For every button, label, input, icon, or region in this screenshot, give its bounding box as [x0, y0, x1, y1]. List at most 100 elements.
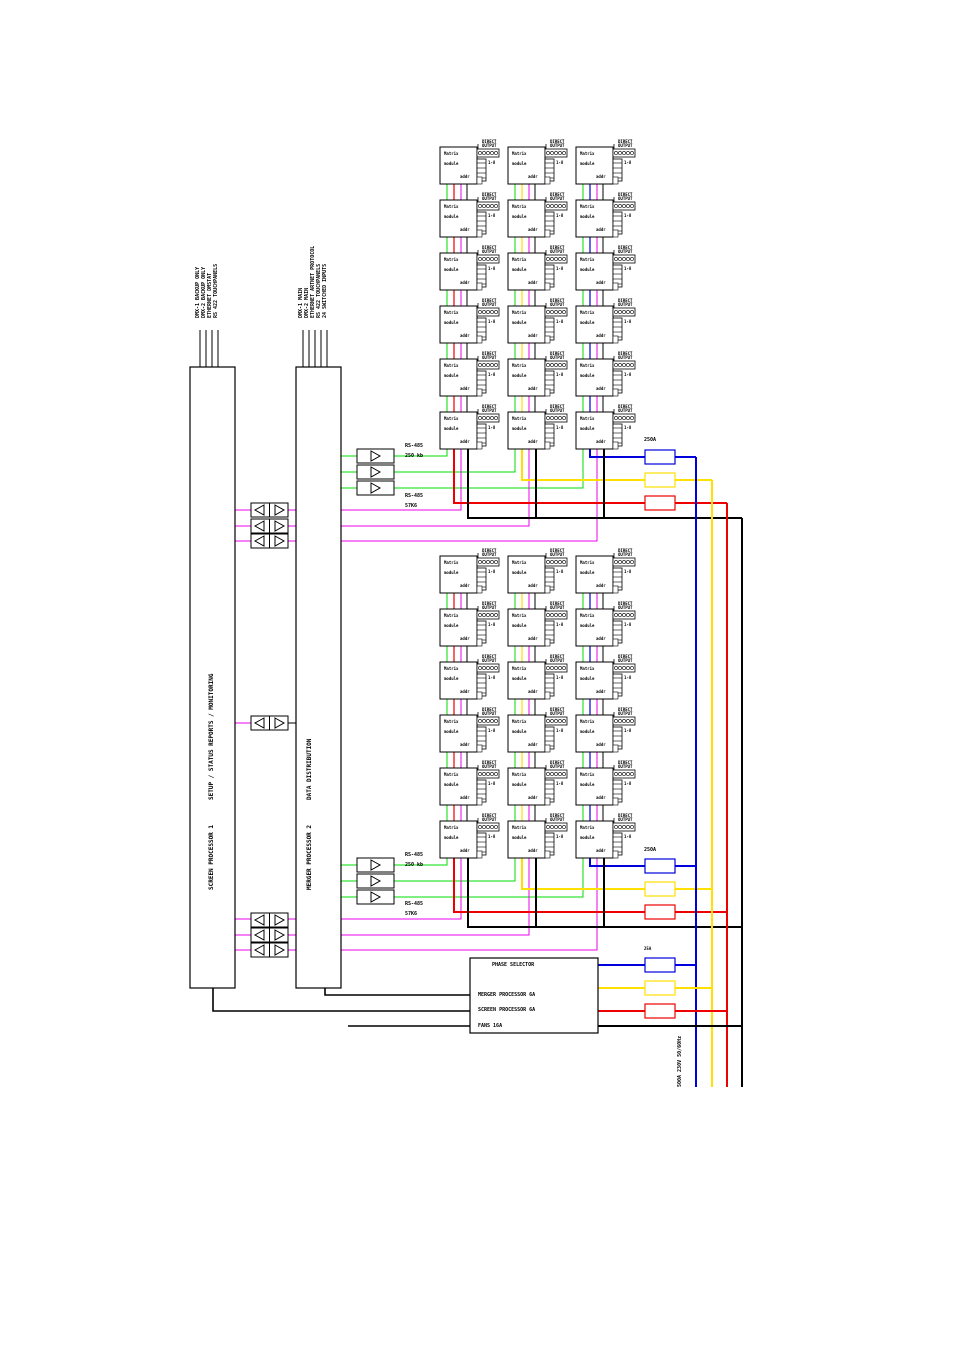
- merger-input-labels: DMX-1 MAIN DMX-2 MAIN ETHERNET ARTNET PR…: [298, 246, 328, 318]
- output-pin: [618, 310, 622, 314]
- matrix-module-addr: addr: [596, 333, 606, 338]
- output-pin: [550, 719, 554, 723]
- matrix-module-addr: addr: [528, 227, 538, 232]
- output-pin: [622, 772, 626, 776]
- output-pin: [546, 666, 550, 670]
- output-connector: [476, 822, 500, 832]
- matrix-module-title: Matrix: [444, 204, 459, 209]
- breaker-l3: [644, 904, 676, 920]
- output-pin: [486, 666, 490, 670]
- output-range-label: 1-8: [624, 319, 632, 324]
- matrix-module-title: Matrix: [512, 719, 527, 724]
- output-connector: [544, 201, 568, 211]
- direct-output-label: DIRECT: [618, 654, 633, 659]
- output-range-label: 1-8: [624, 160, 632, 165]
- matrix-module-addr: addr: [460, 636, 470, 641]
- output-pin: [614, 666, 618, 670]
- merger-processor-box: [295, 366, 342, 989]
- output-pin: [546, 560, 550, 564]
- direct-output-label: OUTPUT: [482, 196, 497, 201]
- direct-output-label: OUTPUT: [618, 355, 633, 360]
- phase-wire: [589, 449, 645, 458]
- matrix-module-subtitle: module: [512, 729, 527, 734]
- breaker-rating-label: 250A: [644, 437, 656, 443]
- merger-input-label: DMX-2 MAIN: [304, 288, 310, 318]
- matrix-module-addr: addr: [596, 439, 606, 444]
- direct-output-label: DIRECT: [550, 601, 565, 606]
- matrix-module-subtitle: module: [580, 373, 595, 378]
- output-pin: [622, 666, 626, 670]
- output-connector: [544, 663, 568, 673]
- merger-processor-label: MERGER PROCESSOR 2: [306, 825, 313, 890]
- output-pin: [622, 257, 626, 261]
- output-connector: [612, 148, 636, 158]
- output-pin: [618, 719, 622, 723]
- matrix-module-addr: addr: [596, 795, 606, 800]
- direct-output-label: OUTPUT: [618, 302, 633, 307]
- connector-stub: [612, 797, 619, 806]
- direct-output-label: OUTPUT: [550, 658, 565, 663]
- connector-stub: [544, 850, 551, 859]
- merger-processor-sublabel: DATA DISTRIBUTION: [306, 738, 313, 800]
- merger-input-label: RS 422 TOUCHPANELS: [316, 264, 322, 318]
- matrix-module-box: [439, 305, 478, 344]
- screen-input-label: DMX-1 BACKUP ONLY: [195, 267, 201, 318]
- output-range-label: 1-8: [488, 372, 496, 377]
- matrix-module-addr: addr: [596, 848, 606, 853]
- output-range-label: 1-8: [488, 622, 496, 627]
- output-connector: [544, 413, 568, 423]
- matrix-module-subtitle: module: [512, 426, 527, 431]
- output-pin: [554, 666, 558, 670]
- output-pin: [558, 310, 562, 314]
- matrix-module-title: Matrix: [512, 151, 527, 156]
- output-pin: [478, 666, 482, 670]
- converter-arrow: [370, 466, 382, 478]
- output-connector: [476, 360, 500, 370]
- output-pin: [630, 666, 634, 670]
- connector-stub: [476, 691, 483, 700]
- matrix-module-addr: addr: [528, 280, 538, 285]
- connector-stub: [476, 388, 483, 397]
- output-pin: [562, 772, 566, 776]
- output-pin: [482, 257, 486, 261]
- matrix-module-box: [575, 411, 614, 450]
- output-pin: [494, 257, 498, 261]
- matrix-module-box: [507, 305, 546, 344]
- output-connector: [544, 716, 568, 726]
- matrix-module-addr: addr: [528, 439, 538, 444]
- matrix-module-addr: addr: [528, 333, 538, 338]
- converter-arrow: [253, 914, 265, 926]
- matrix-module-title: Matrix: [444, 560, 459, 565]
- output-range-label: 1-8: [624, 425, 632, 430]
- output-connector: [476, 663, 500, 673]
- output-pin: [550, 825, 554, 829]
- output-range-label: 1-8: [624, 213, 632, 218]
- output-pin: [618, 666, 622, 670]
- matrix-module-subtitle: module: [512, 835, 527, 840]
- output-pin: [626, 151, 630, 155]
- output-pin: [562, 151, 566, 155]
- direct-output-label: OUTPUT: [550, 817, 565, 822]
- direct-output-label: OUTPUT: [618, 711, 633, 716]
- output-pin: [614, 363, 618, 367]
- output-pin: [482, 151, 486, 155]
- output-pin: [482, 613, 486, 617]
- output-pin: [546, 825, 550, 829]
- connector-stub: [544, 797, 551, 806]
- output-pin: [490, 151, 494, 155]
- output-pin: [630, 560, 634, 564]
- output-range-label: 1-8: [488, 213, 496, 218]
- matrix-module-addr: addr: [528, 848, 538, 853]
- matrix-module-box: [507, 358, 546, 397]
- connector-stub: [544, 744, 551, 753]
- connector-stub: [612, 335, 619, 344]
- matrix-module-addr: addr: [528, 636, 538, 641]
- matrix-module-subtitle: module: [444, 320, 459, 325]
- output-pin: [482, 204, 486, 208]
- matrix-module-title: Matrix: [512, 416, 527, 421]
- output-connector: [612, 610, 636, 620]
- output-pin: [554, 560, 558, 564]
- matrix-module-box: [507, 411, 546, 450]
- screen-input-label: DMX-2 BACKUP ONLY: [201, 267, 207, 318]
